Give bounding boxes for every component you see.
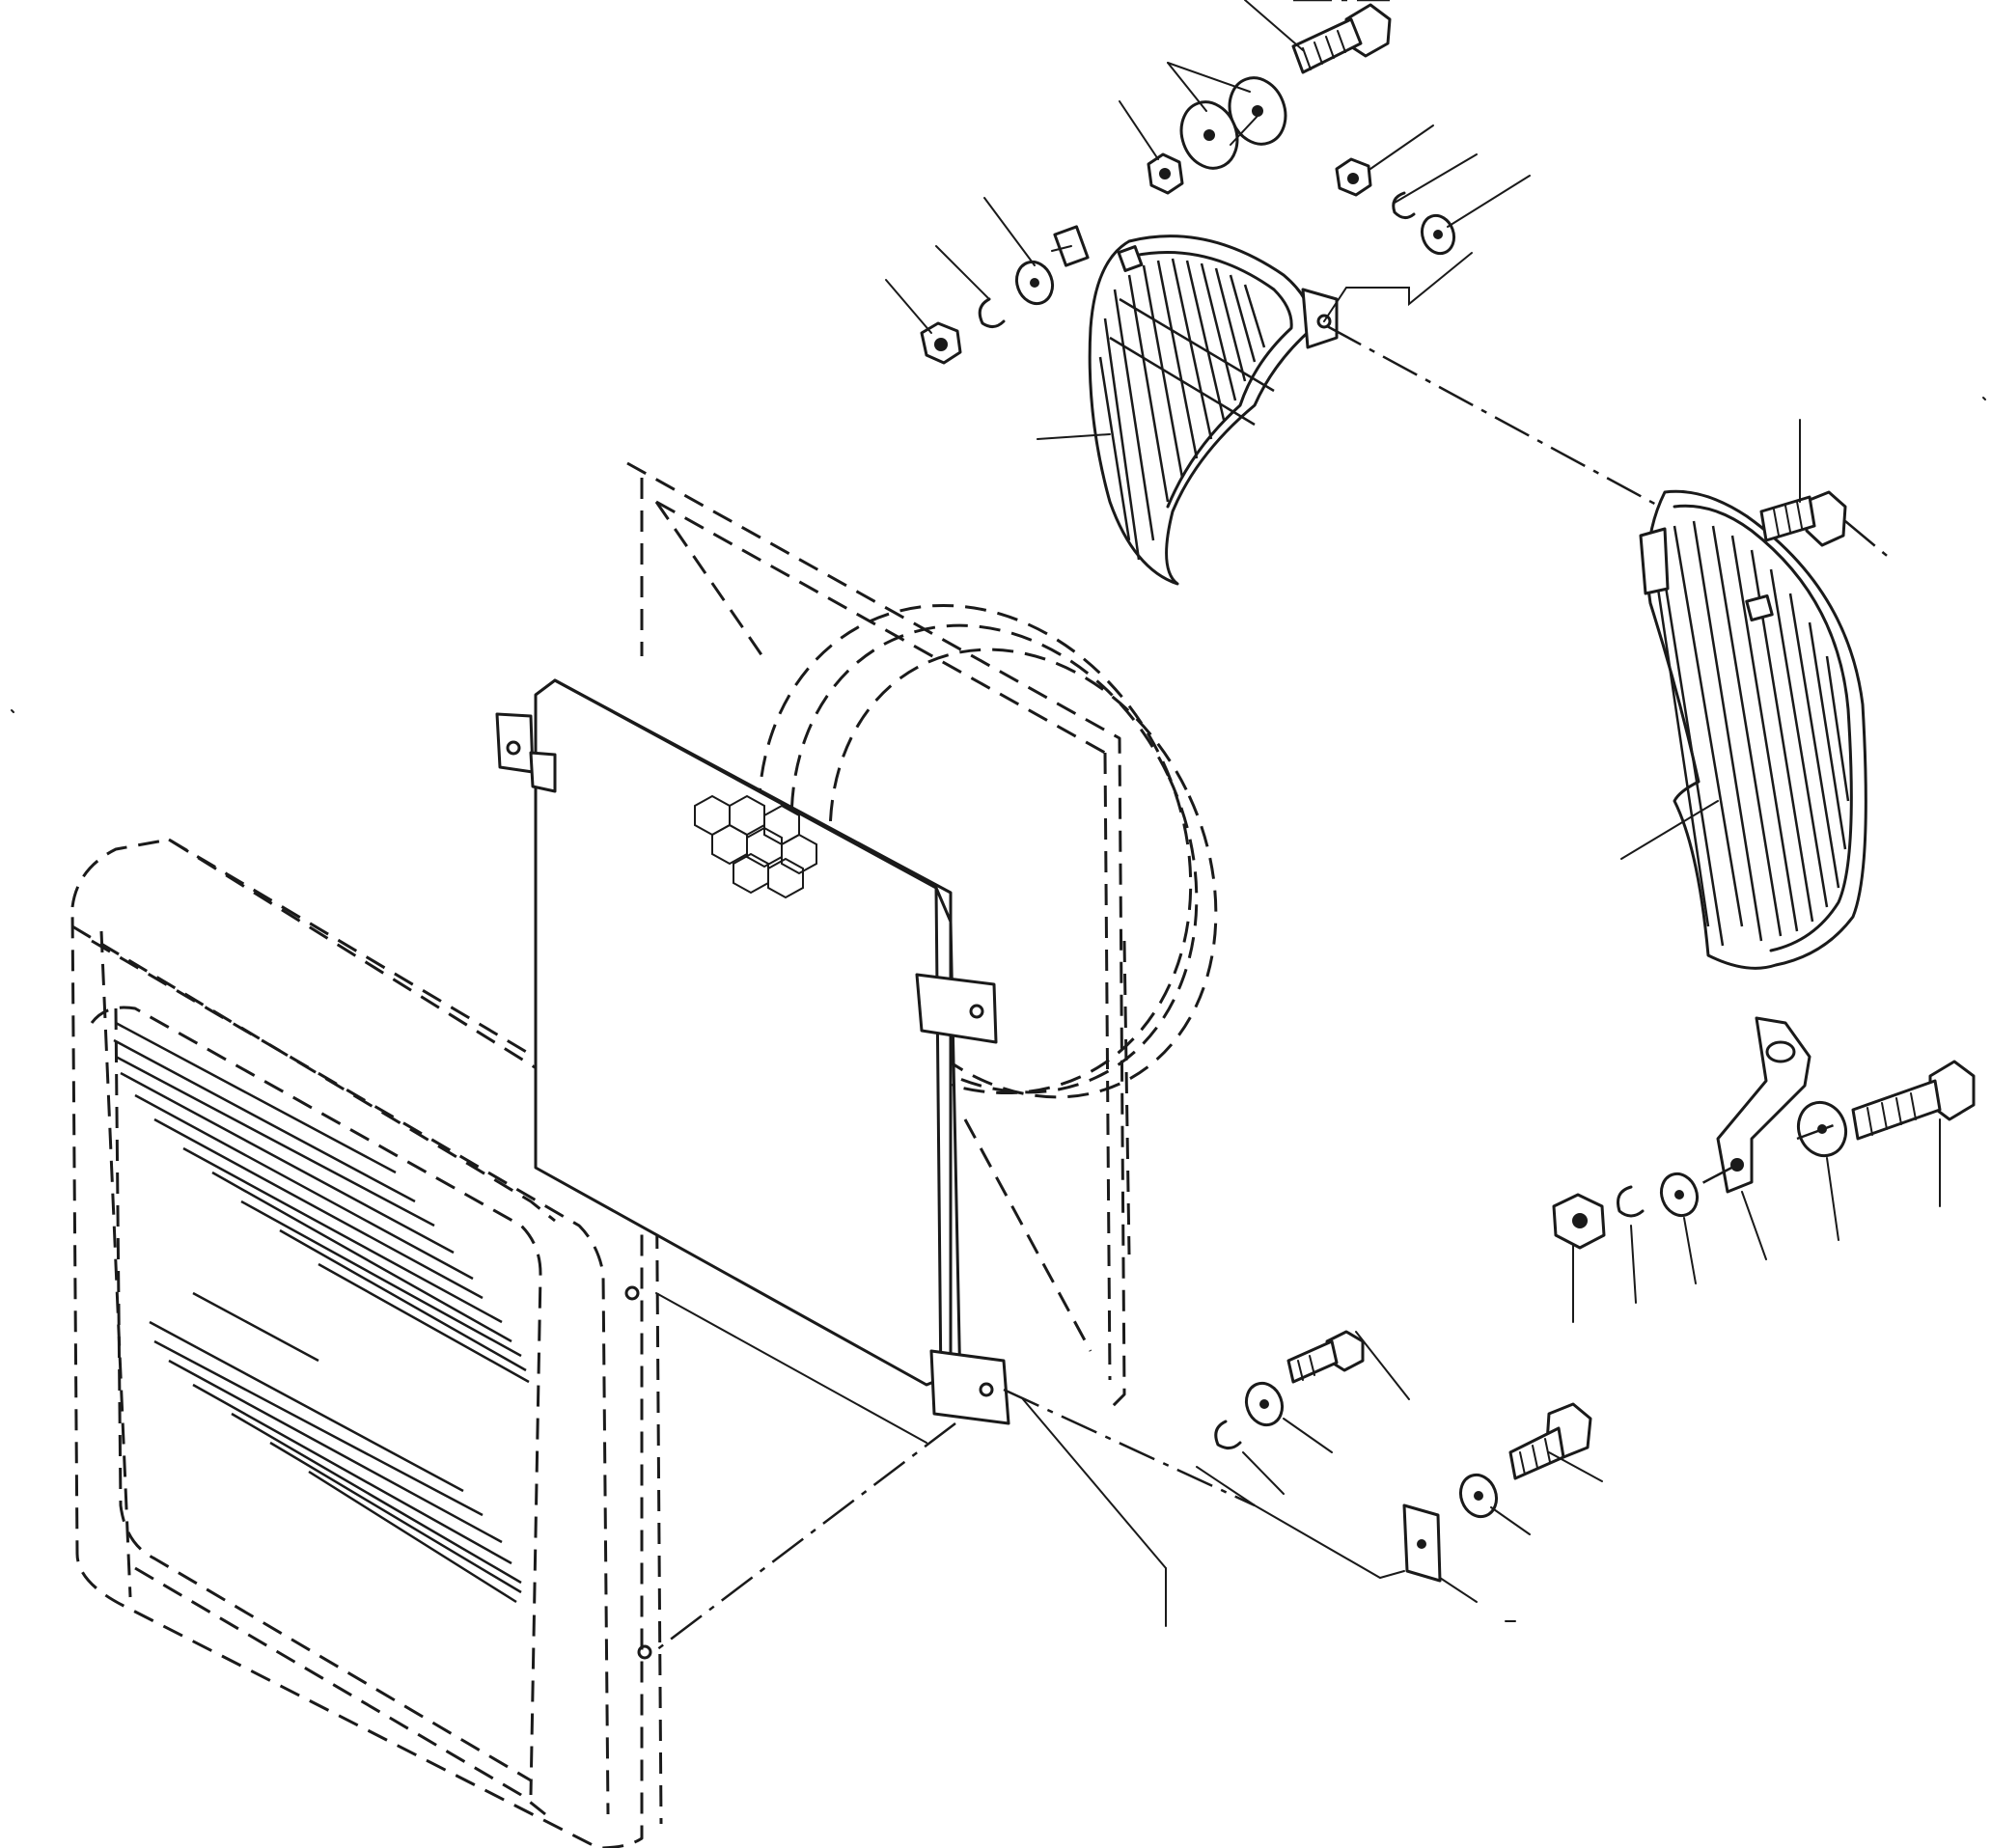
assembly-lines: [655, 0, 1893, 1651]
mounting-bracket-icon: [1716, 1016, 1811, 1194]
callout-leaders: [885, 0, 1941, 1627]
grille-guard-icon: [1639, 489, 1867, 970]
radiator-assembly-icon: [70, 838, 663, 1848]
fan-shroud-icon: [626, 461, 1218, 1411]
mesh-screen-icon: [495, 678, 1010, 1425]
stray-marks: [11, 397, 1986, 1622]
grille-guard-icon: [1088, 234, 1339, 586]
